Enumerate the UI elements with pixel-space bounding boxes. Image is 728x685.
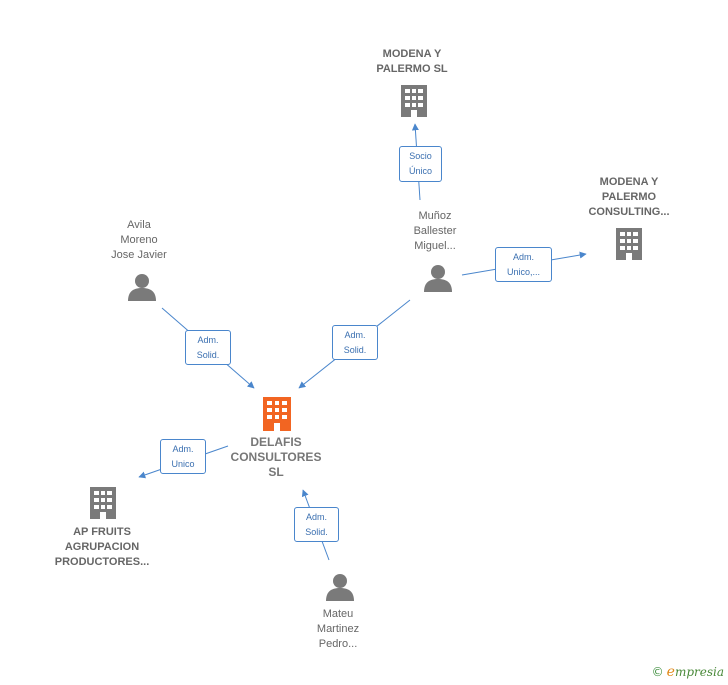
edge-label-adm-solid-munoz: Adm. Solid. xyxy=(332,325,378,360)
brand-name: mpresia xyxy=(674,665,724,679)
edge-label-socio-unico: Socio Único xyxy=(399,146,442,182)
building-icon-main[interactable] xyxy=(263,397,291,431)
person-icon-avila[interactable] xyxy=(128,274,156,301)
edge-label-adm-solid-mateu: Adm. Solid. xyxy=(294,507,339,542)
node-label-modena-sl[interactable]: MODENA Y PALERMO SL xyxy=(376,48,448,75)
edge-label-adm-unico-apfruits: Adm. Unico xyxy=(160,439,206,474)
node-label-modena-consulting[interactable]: MODENA Y PALERMO CONSULTING... xyxy=(588,176,670,218)
building-icon-apfruits[interactable] xyxy=(90,487,116,519)
edge-label-adm-unico-consulting: Adm. Unico,... xyxy=(495,247,552,282)
node-label-avila[interactable]: Avila Moreno Jose Javier xyxy=(111,219,167,261)
copyright-icon: © xyxy=(651,665,664,679)
node-label-mateu[interactable]: Mateu Martinez Pedro... xyxy=(316,608,360,650)
edge-label-adm-solid-avila: Adm. Solid. xyxy=(185,330,231,365)
person-icon-mateu[interactable] xyxy=(326,574,354,601)
building-icon-modena-consulting[interactable] xyxy=(616,228,642,260)
node-label-main[interactable]: DELAFIS CONSULTORES SL xyxy=(230,435,322,479)
node-label-munoz[interactable]: Muñoz Ballester Miguel... xyxy=(413,210,457,252)
building-icon-modena-sl[interactable] xyxy=(401,85,427,117)
empresia-logo: ©empresia xyxy=(652,664,724,680)
node-label-apfruits[interactable]: AP FRUITS AGRUPACION PRODUCTORES... xyxy=(54,526,150,568)
brand-initial: e xyxy=(666,664,675,680)
person-icon-munoz[interactable] xyxy=(424,265,452,292)
